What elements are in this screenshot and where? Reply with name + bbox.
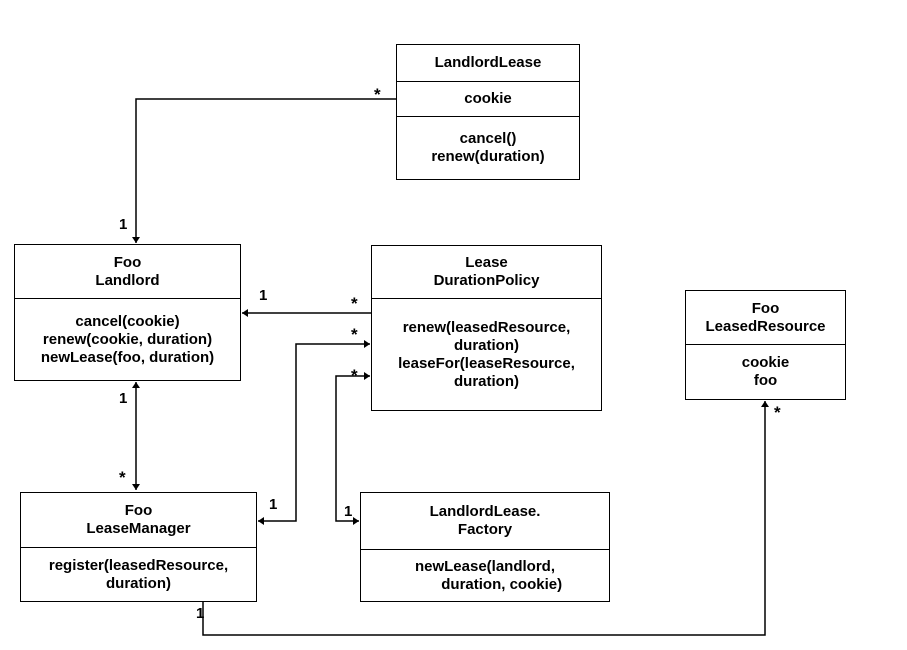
class-name-compartment-landlord-lease-factory: LandlordLease.Factory bbox=[361, 493, 609, 549]
class-name-line: LeasedResource bbox=[705, 317, 826, 335]
class-name-line: LandlordLease bbox=[434, 54, 542, 71]
class-attribute-line: cookie bbox=[741, 354, 790, 371]
connector-leasemanager-to-policy bbox=[258, 343, 370, 522]
multiplicity-label-mult-leasemanager-right-one: 1 bbox=[269, 496, 278, 513]
arrowhead-end-factory-to-policy bbox=[364, 372, 370, 380]
multiplicity-label-mult-leasemanager-top-star: * bbox=[119, 468, 126, 487]
class-name-line: LeaseManager bbox=[86, 520, 191, 537]
arrowhead-end-policy-to-foolandlord bbox=[242, 309, 248, 317]
class-operation-line: renew(cookie, duration) bbox=[42, 330, 213, 348]
class-attribute-line: foo bbox=[753, 372, 778, 389]
class-name-line: Foo bbox=[751, 299, 780, 317]
class-name-line: Foo bbox=[113, 253, 142, 271]
multiplicity-label-mult-foolandlord-top-one: 1 bbox=[119, 216, 128, 233]
class-name-line: LandlordLease. bbox=[429, 503, 541, 520]
class-name-line: DurationPolicy bbox=[433, 272, 540, 289]
multiplicity-label-mult-foolandlord-bottom-one: 1 bbox=[119, 390, 128, 407]
multiplicity-label-mult-policy-left-star-1: * bbox=[351, 294, 358, 313]
connector-factory-to-policy bbox=[335, 375, 370, 522]
class-operation-line: duration) bbox=[106, 574, 171, 592]
arrowhead-end-landlordlease-to-foolandlord bbox=[132, 237, 140, 243]
class-operation-compartment-landlord-lease-factory: newLease(landlord, duration, cookie) bbox=[361, 549, 609, 601]
class-operation-compartment-foo-lease-manager: register(leasedResource,duration) bbox=[21, 547, 256, 601]
class-operation-line: newLease(landlord, bbox=[414, 557, 556, 575]
multiplicity-label-mult-policy-left-star-3: * bbox=[351, 366, 358, 385]
class-name-compartment-landlord-lease: LandlordLease bbox=[397, 45, 579, 81]
multiplicity-label-mult-foolandlord-right-one: 1 bbox=[259, 287, 268, 304]
arrowhead-start-factory-to-policy bbox=[353, 517, 359, 525]
connector-leasemanager-to-leasedresource bbox=[202, 401, 766, 636]
multiplicity-label-mult-leasemanager-bottom-one: 1 bbox=[196, 605, 205, 622]
class-operation-line: renew(leasedResource, bbox=[402, 318, 571, 336]
arrowhead-start-foolandlord-to-leasemanager bbox=[132, 382, 140, 388]
class-attribute-compartment-landlord-lease: cookie bbox=[397, 81, 579, 116]
class-operation-line: duration) bbox=[454, 336, 519, 354]
multiplicity-label-mult-factory-left-one: 1 bbox=[344, 503, 353, 520]
arrowhead-end-leasemanager-to-policy bbox=[364, 340, 370, 348]
class-operation-line: renew(duration) bbox=[431, 148, 545, 165]
arrowhead-end-foolandlord-to-leasemanager bbox=[132, 484, 140, 490]
class-attribute-line: cookie bbox=[464, 90, 512, 107]
class-operation-line: duration, cookie) bbox=[407, 575, 563, 593]
multiplicity-label-mult-leasedresource-bottom-star: * bbox=[774, 403, 781, 422]
arrowhead-start-leasemanager-to-policy bbox=[258, 517, 264, 525]
class-operation-compartment-lease-duration-policy: renew(leasedResource,duration)leaseFor(l… bbox=[372, 298, 601, 410]
class-operation-line: newLease(foo, duration) bbox=[40, 348, 215, 366]
class-operation-line: leaseFor(leaseResource, bbox=[398, 354, 575, 372]
class-name-line: Lease bbox=[465, 254, 508, 271]
class-name-line: Landlord bbox=[95, 271, 160, 289]
class-operation-line: cancel() bbox=[459, 130, 517, 147]
class-name-line: Foo bbox=[124, 502, 153, 519]
connector-landlordlease-to-foolandlord bbox=[135, 98, 396, 243]
class-operation-line: cancel(cookie) bbox=[75, 312, 180, 330]
class-name-line: Factory bbox=[457, 521, 513, 538]
class-operation-compartment-landlord-lease: cancel()renew(duration) bbox=[397, 116, 579, 179]
class-operation-line: duration) bbox=[454, 372, 519, 390]
class-operation-line: register(leasedResource, bbox=[48, 556, 229, 574]
class-operation-compartment-foo-landlord: cancel(cookie)renew(cookie, duration)new… bbox=[15, 298, 240, 380]
class-box-landlord-lease[interactable]: LandlordLease cookie cancel()renew(duratio… bbox=[396, 44, 580, 180]
arrowhead-end-leasemanager-to-leasedresource bbox=[761, 401, 769, 407]
multiplicity-label-mult-landlordlease-star: * bbox=[374, 85, 381, 104]
multiplicity-label-mult-policy-left-star-2: * bbox=[351, 325, 358, 344]
